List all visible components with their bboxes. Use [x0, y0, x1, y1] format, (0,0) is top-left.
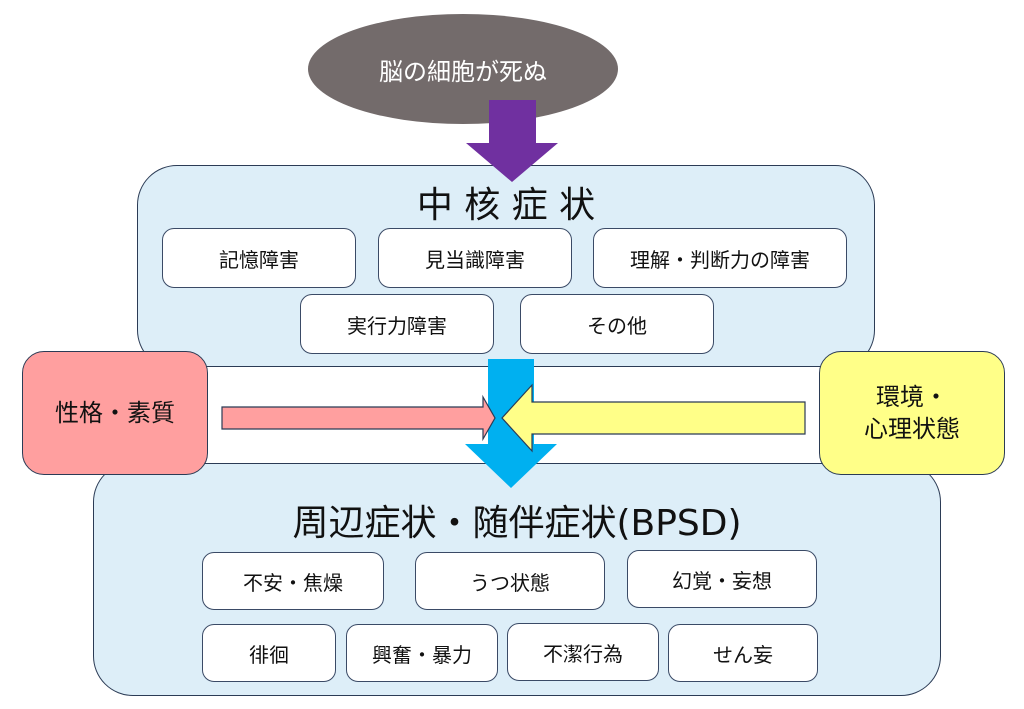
personality-factor-box: 性格・素質: [22, 351, 208, 475]
top-node-label: 脳の細胞が死ぬ: [379, 57, 547, 86]
right-left-arrow: [501, 383, 806, 453]
environment-factor-box: 環境・ 心理状態: [819, 351, 1005, 475]
bpsd-item-depression: うつ状態: [415, 552, 605, 610]
core-item-judgment: 理解・判断力の障害: [593, 228, 847, 288]
bpsd-item-wandering: 徘徊: [202, 624, 336, 682]
core-item-memory: 記憶障害: [162, 228, 356, 288]
environment-factor-label-line1: 環境・: [876, 382, 948, 411]
environment-factor-label-line2: 心理状態: [864, 415, 960, 443]
core-item-disorientation: 見当識障害: [378, 228, 572, 288]
top-down-arrow: [466, 100, 558, 182]
bpsd-item-anxiety: 不安・焦燥: [202, 552, 384, 610]
bpsd-item-hallucination: 幻覚・妄想: [627, 550, 817, 608]
personality-factor-label: 性格・素質: [55, 398, 175, 427]
core-item-executive: 実行力障害: [300, 294, 494, 354]
bpsd-item-delirium: せん妄: [668, 624, 818, 682]
bpsd-item-agitation: 興奮・暴力: [346, 624, 498, 682]
core-symptoms-title: 中 核 症 状: [416, 185, 596, 226]
top-node-ellipse: 脳の細胞が死ぬ: [308, 14, 618, 124]
left-right-arrow: [221, 394, 496, 442]
bpsd-item-unclean-behavior: 不潔行為: [507, 623, 659, 681]
bpsd-title: 周辺症状・随伴症状(BPSD): [292, 503, 742, 544]
core-item-other: その他: [520, 294, 714, 354]
